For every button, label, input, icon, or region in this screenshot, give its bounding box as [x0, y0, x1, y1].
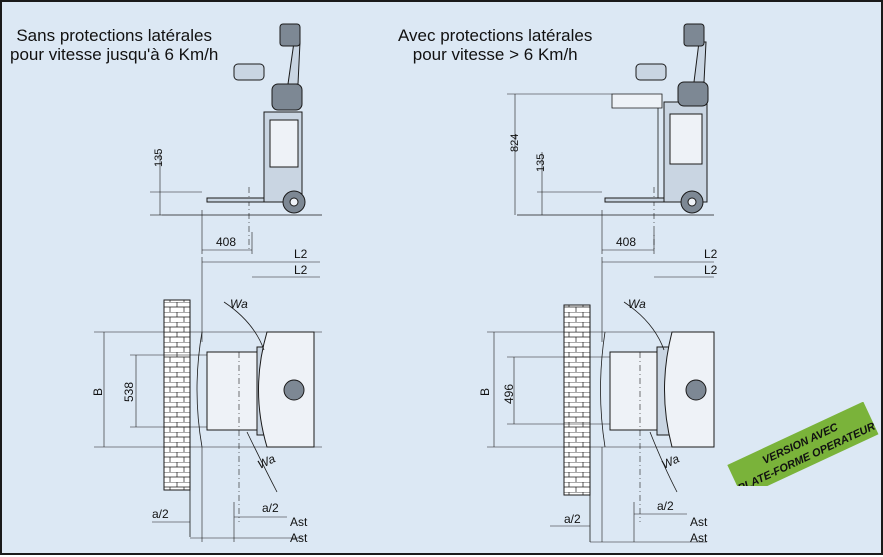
right-pallet [609, 351, 665, 431]
right-dim-B: B [478, 388, 492, 396]
left-wall [163, 299, 191, 491]
left-dim-L2-inner: L2 [294, 263, 308, 277]
left-dim-Ast-2: Ast [290, 531, 308, 545]
left-dim-408: 408 [216, 235, 236, 249]
right-dim-496: 496 [502, 384, 516, 404]
left-dim-a2-left: a/2 [152, 507, 169, 521]
right-dim-Ast-2: Ast [690, 531, 708, 545]
right-heading-line1: Avec protections latérales [398, 26, 593, 45]
right-wall [563, 304, 591, 496]
left-pallet [206, 351, 265, 431]
left-heading-line1: Sans protections latérales [16, 26, 212, 45]
left-tiller-handle [279, 23, 301, 47]
left-tiller [287, 41, 301, 85]
right-top-view: B 496 Wa Wa a/2 a/2 Ast Ast [478, 297, 715, 545]
right-dim-Wa-top: Wa [628, 297, 646, 311]
right-dim-408: 408 [616, 235, 636, 249]
right-fork [604, 197, 668, 203]
stamp-background [727, 402, 879, 486]
right-dim-Ast-1: Ast [690, 515, 708, 529]
operator-platform-stamp: VERSION AVEC PLATE-FORME OPERATEUR [727, 402, 879, 486]
left-heading: Sans protections latérales pour vitesse … [10, 26, 218, 64]
left-dim-135: 135 [153, 149, 165, 167]
right-dim-a2-right: a/2 [657, 499, 674, 513]
left-dim-538: 538 [122, 382, 136, 402]
right-dim-L2-outer: L2 [704, 247, 718, 261]
left-dim-Wa-bottom: Wa [255, 451, 277, 471]
right-tiller [693, 41, 707, 83]
right-side-view: 824 135 408 L2 L2 [507, 23, 718, 342]
left-heading-line2: pour vitesse jusqu'à 6 Km/h [10, 45, 219, 64]
left-dim-Ast-1: Ast [290, 515, 308, 529]
right-dim-135: 135 [535, 154, 547, 172]
right-dim-Wa-bottom: Wa [659, 451, 681, 471]
right-side-guard [611, 93, 663, 109]
left-top-view: B 538 Wa Wa a/2 a/2 Ast Ast [91, 297, 322, 545]
left-dim-a2-right: a/2 [262, 501, 279, 515]
right-heading: Avec protections latérales pour vitesse … [398, 26, 592, 64]
right-dim-L2-inner: L2 [704, 263, 718, 277]
left-dim-L2-outer: L2 [294, 247, 308, 261]
left-head-cover [271, 83, 303, 111]
right-dim-a2-left: a/2 [564, 512, 581, 526]
left-tiller-folded [233, 63, 265, 81]
left-dim-Wa-top: Wa [230, 297, 248, 311]
left-fork [206, 197, 265, 203]
left-dim-B: B [91, 388, 105, 396]
left-side-view: 135 408 L2 L2 [150, 23, 322, 342]
right-dim-824: 824 [509, 134, 521, 152]
right-heading-line2: pour vitesse > 6 Km/h [412, 45, 578, 64]
